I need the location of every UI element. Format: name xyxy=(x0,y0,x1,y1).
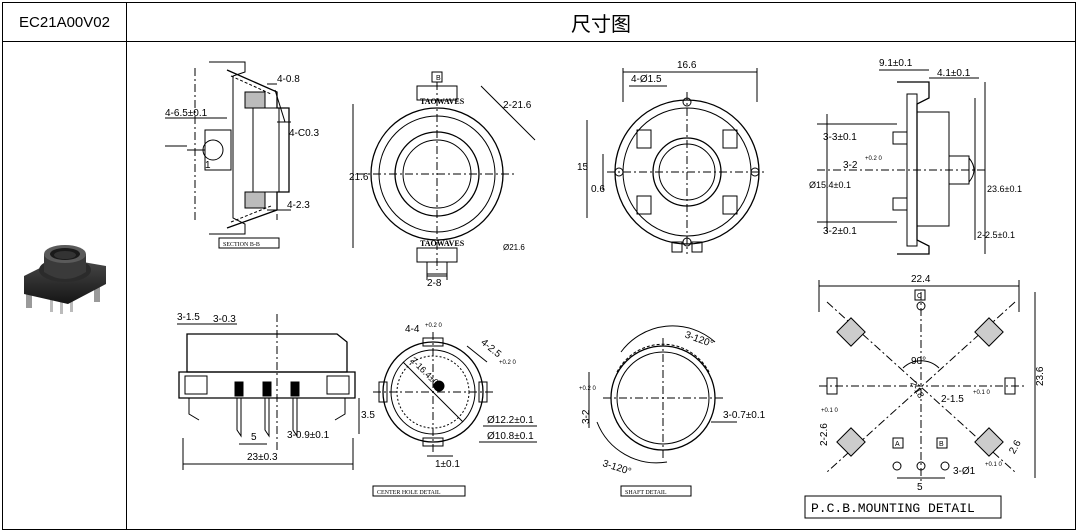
dim-pcb-width: 22.4 xyxy=(911,274,931,285)
pcb-view xyxy=(804,280,1036,519)
section-labels: 4-0.8 4-6.5±0.1 4-C0.3 1 4-2.3 SECTION B… xyxy=(165,74,319,248)
center-hole-labels: 4-4 +0.2 0 2-16.4±0.1 4-2.5 +0.2 0 Ø12.2… xyxy=(377,323,534,496)
dim-rear-15: 15 xyxy=(577,162,589,173)
dim-elev-35: 3.5 xyxy=(361,410,375,421)
elevation-labels: 3-1.5 3-0.3 3.5 5 3-0.9±0.1 23±0.3 xyxy=(177,312,375,463)
elevation-view xyxy=(177,314,360,470)
pcb-labels: 22.4 23.6 C A B 90° 2-18 2-1.5 +0.1 0 2-… xyxy=(811,274,1046,516)
dim-elev-total: 23±0.3 xyxy=(247,452,278,463)
front-brand-top: TAOWAVES xyxy=(420,97,465,106)
front-brand-bottom: TAOWAVES xyxy=(420,239,465,248)
dim-front-height: 21.6 xyxy=(349,172,369,183)
dim-front-dia: Ø21.6 xyxy=(503,243,525,252)
dim-side-right2: 23.6±0.1 xyxy=(987,184,1022,194)
front-marker: B xyxy=(436,75,441,82)
dim-section-one: 1 xyxy=(205,160,211,171)
center-hole-view xyxy=(372,332,537,497)
page-title: 尺寸图 xyxy=(126,2,1076,42)
section-view xyxy=(165,61,291,249)
dim-side-top1: 9.1±0.1 xyxy=(879,58,913,69)
dim-elev-pin: 3-0.9±0.1 xyxy=(287,430,330,441)
dim-ch-top-tol: +0.2 0 xyxy=(425,323,443,329)
dim-pcb-pad-tol: +0.1 0 xyxy=(973,390,991,396)
dim-ch-d2: Ø10.8±0.1 xyxy=(487,431,534,442)
dim-side-d2: 3-2 xyxy=(843,160,858,171)
dim-rear-06: 0.6 xyxy=(591,184,605,195)
dim-side-dia: Ø15.4±0.1 xyxy=(809,180,851,190)
dim-front-pin: 2-8 xyxy=(427,278,442,289)
dim-rear-holes: 4-Ø1.5 xyxy=(631,74,662,85)
dim-rear-width: 16.6 xyxy=(677,60,697,71)
dim-ch-top: 4-4 xyxy=(405,324,420,335)
dim-shaft-angle-bottom: 3-120° xyxy=(601,458,633,478)
center-hole-title: CENTER HOLE DETAIL xyxy=(377,490,441,496)
dim-elev-pitch: 5 xyxy=(251,432,257,443)
shaft-labels: 3-120° 3-120° 3-2 +0.2 0 3-0.7±0.1 SHAFT… xyxy=(579,330,766,496)
dim-section-top: 4-0.8 xyxy=(277,74,300,85)
dim-pcb-hole-tol: +0.1 0 xyxy=(985,462,1003,468)
dim-section-left: 4-6.5±0.1 xyxy=(165,108,208,119)
dim-side-d1: 3-3±0.1 xyxy=(823,132,857,143)
dim-shaft-angle-top: 3-120° xyxy=(683,330,715,350)
dim-side-d3: 3-2±0.1 xyxy=(823,226,857,237)
shaft-view xyxy=(588,325,737,497)
dim-section-bottom: 4-2.3 xyxy=(287,200,310,211)
dim-side-right1: 2-2.5±0.1 xyxy=(977,230,1015,240)
model-number: EC21A00V02 xyxy=(2,2,127,42)
pcb-title: P.C.B.MOUNTING DETAIL xyxy=(811,501,975,516)
dim-pcb-pitch: 5 xyxy=(917,482,923,493)
dim-shaft-left-tol: +0.2 0 xyxy=(579,386,597,392)
dim-section-chamfer: 4-C0.3 xyxy=(289,128,319,139)
product-photo-cell xyxy=(2,41,127,530)
rear-labels: 16.6 4-Ø1.5 15 0.6 xyxy=(577,60,697,195)
pcb-label-c: C xyxy=(917,293,922,300)
side-view xyxy=(817,69,987,255)
dim-front-diag: 2-21.6 xyxy=(503,100,532,111)
side-labels: 9.1±0.1 4.1±0.1 3-3±0.1 3-2 +0.2 0 3-2±0… xyxy=(809,58,1022,240)
dim-ch-one: 1±0.1 xyxy=(435,459,460,470)
dim-ch-diag: 2-16.4±0.1 xyxy=(409,355,446,392)
dim-pcb-right: 2.6 xyxy=(1007,438,1024,456)
front-view xyxy=(352,71,536,280)
dim-side-d2-tol: +0.2 0 xyxy=(865,156,883,162)
rear-view xyxy=(586,68,767,254)
dim-pcb-hole: 3-Ø1 xyxy=(953,466,976,477)
dim-elev-03: 3-0.3 xyxy=(213,314,236,325)
dim-shaft-right: 3-0.7±0.1 xyxy=(723,410,766,421)
product-photo xyxy=(23,245,106,314)
dim-shaft-left: 3-2 xyxy=(581,409,592,424)
dimension-drawing: 4-0.8 4-6.5±0.1 4-C0.3 1 4-2.3 SECTION B… xyxy=(165,58,1046,519)
section-title: SECTION B-B xyxy=(223,242,260,248)
pcb-label-a: A xyxy=(895,441,900,448)
dim-pcb-pad: 2-1.5 xyxy=(941,394,964,405)
front-labels: B TAOWAVES TAOWAVES 21.6 2-21.6 2-8 Ø21.… xyxy=(349,75,532,289)
dim-ch-right: 4-2.5 xyxy=(478,337,503,360)
drawing-cell: 4-0.8 4-6.5±0.1 4-C0.3 1 4-2.3 SECTION B… xyxy=(126,41,1076,530)
dim-ch-d1: Ø12.2±0.1 xyxy=(487,415,534,426)
dim-pcb-left-tol: +0.1 0 xyxy=(821,408,839,414)
dim-pcb-height: 23.6 xyxy=(1035,366,1046,386)
dim-elev-15: 3-1.5 xyxy=(177,312,200,323)
pcb-label-b: B xyxy=(939,441,944,448)
dim-pcb-angle: 90° xyxy=(911,356,926,367)
dim-side-top2: 4.1±0.1 xyxy=(937,68,971,79)
dim-pcb-left: 2-2.6 xyxy=(819,423,830,446)
dim-ch-right-tol: +0.2 0 xyxy=(499,360,517,366)
shaft-title: SHAFT DETAIL xyxy=(625,490,667,496)
